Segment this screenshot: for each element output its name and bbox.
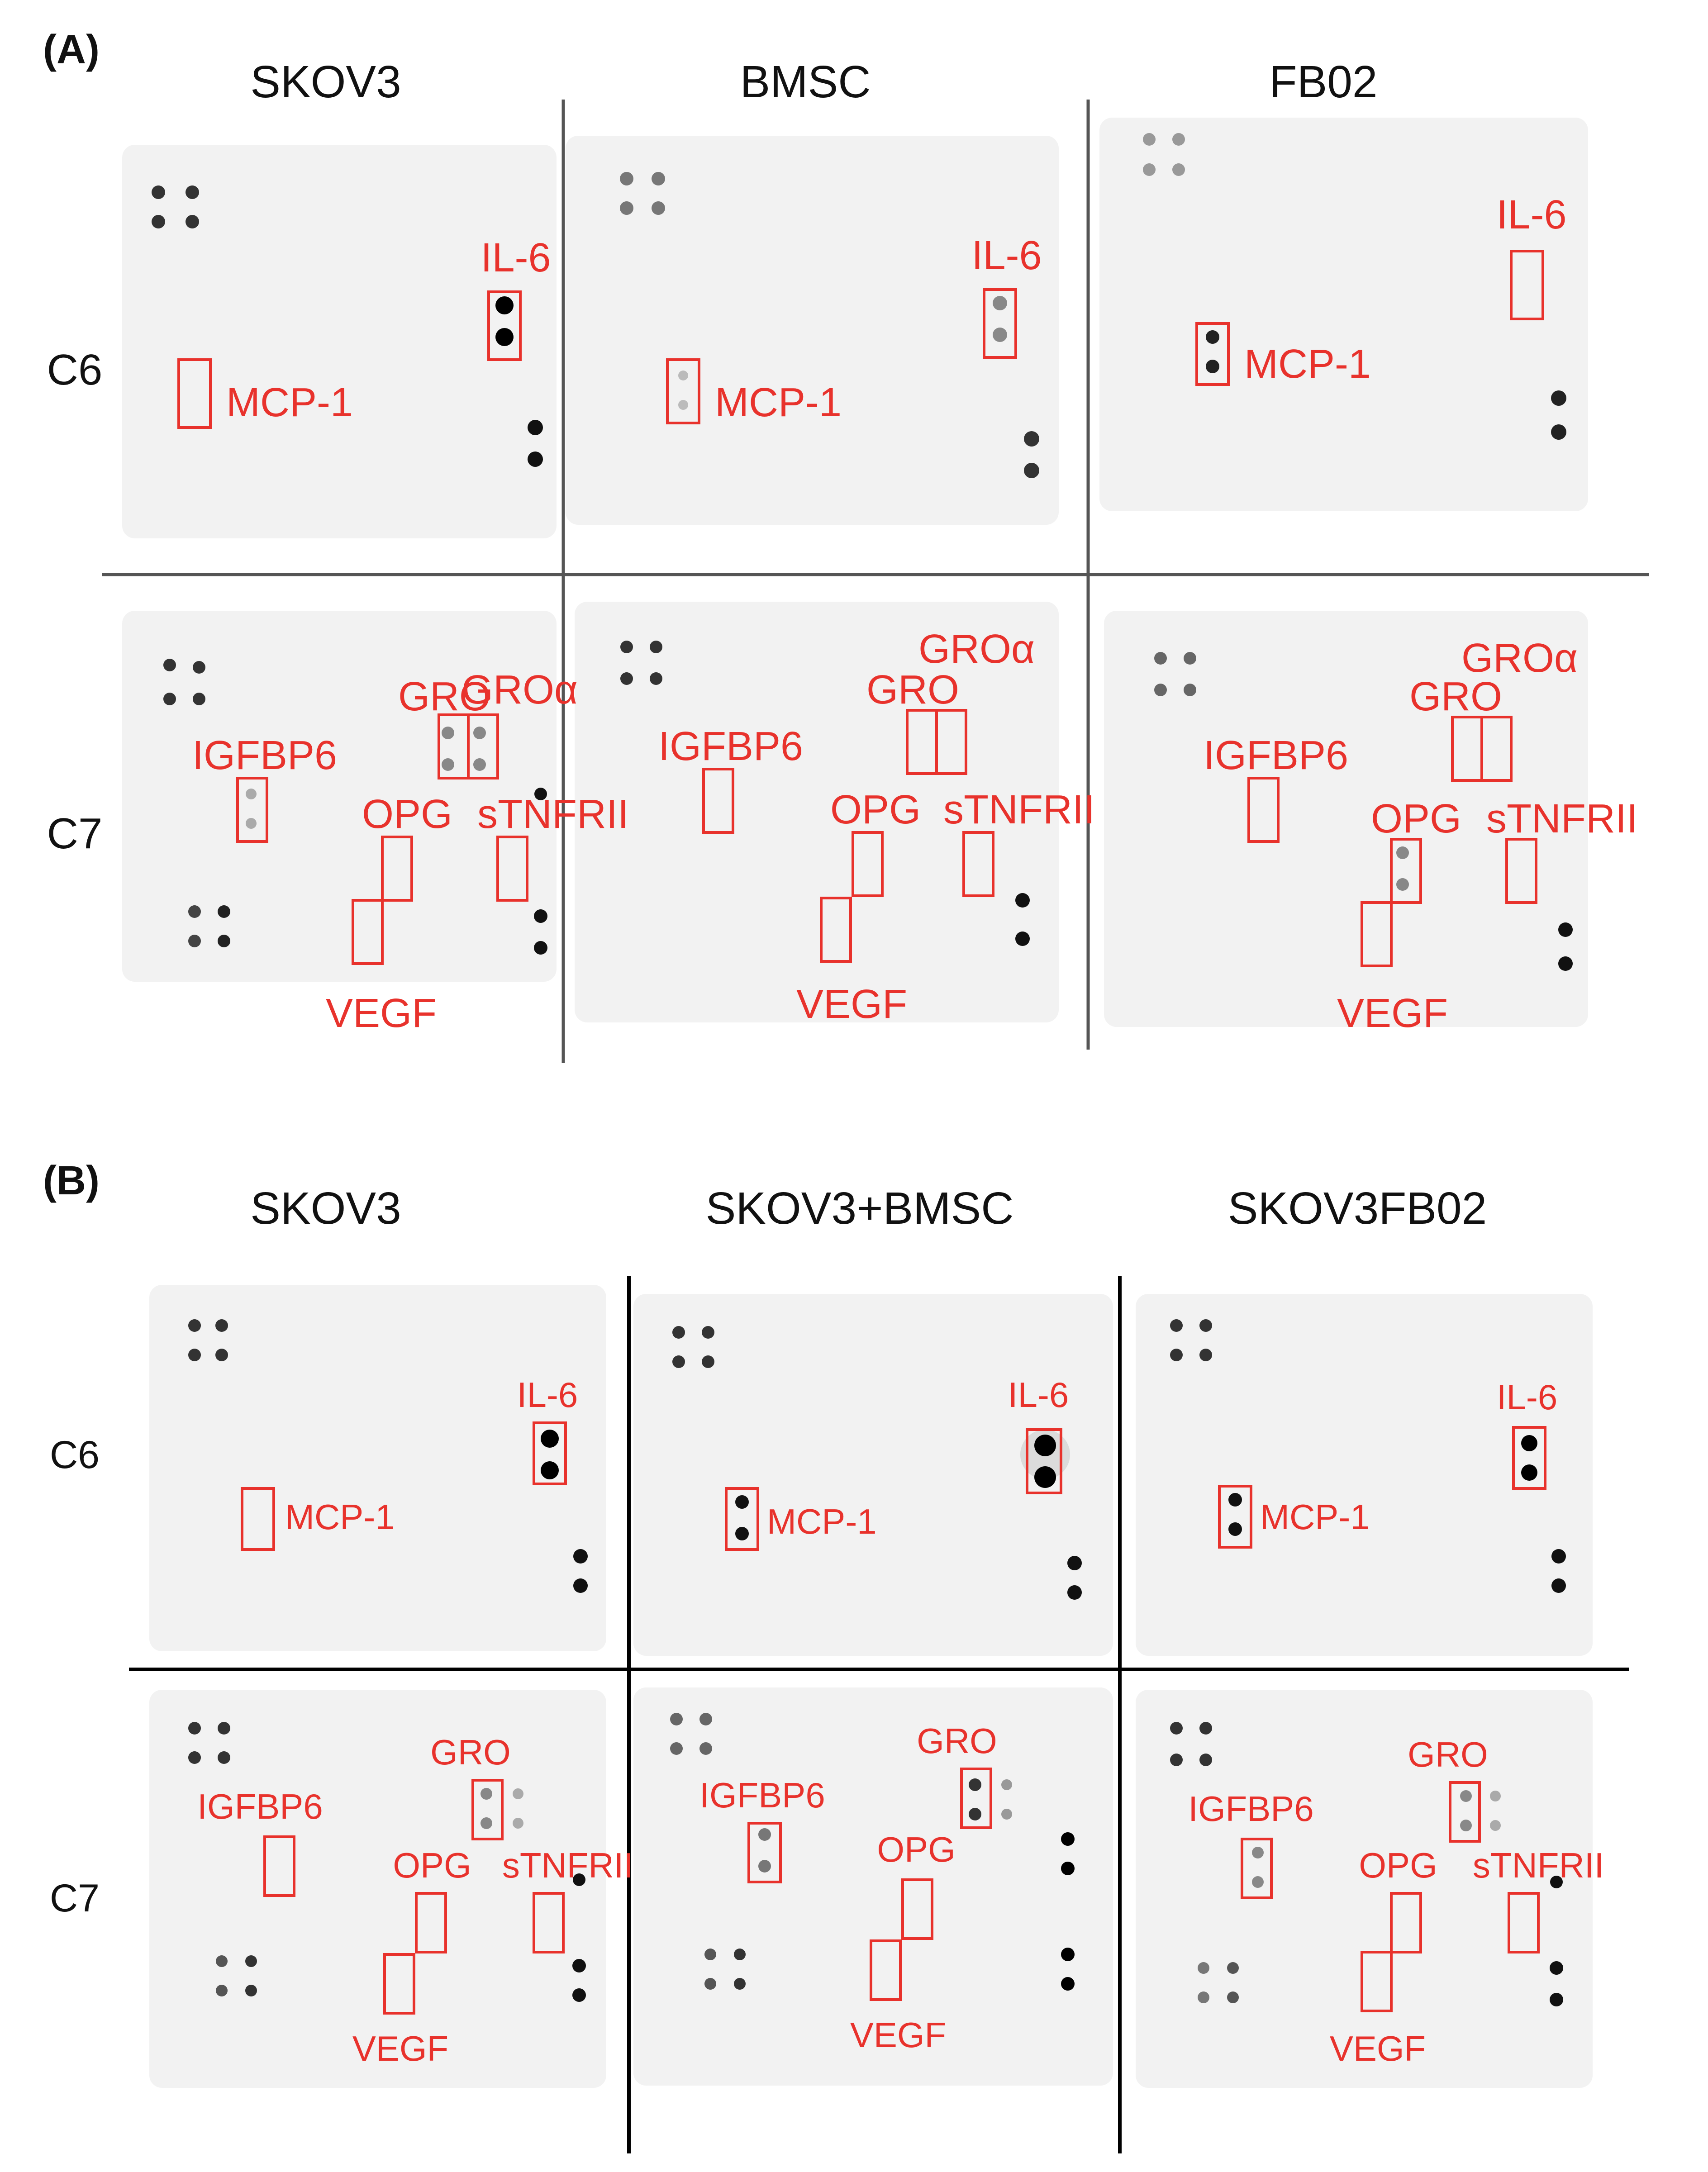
dots-a-fb02-c6 <box>1143 133 1566 440</box>
dots-a-bmsc-c6 <box>620 172 1039 478</box>
dots-b-skov3bmsc-c7 <box>670 1713 1075 1991</box>
annot-b-skov3-c6: IL-6 MCP-1 <box>241 1375 578 1551</box>
membrane-b-skov3-c7 <box>149 1690 606 2088</box>
svg-text:VEGF: VEGF <box>1330 2029 1426 2068</box>
annot-a-skov3-c7: GROα GRO IGFBP6 OPG sTNFRII VEGF <box>192 667 629 1036</box>
dots-a-fb02-c7 <box>1154 652 1573 971</box>
svg-text:MCP-1: MCP-1 <box>1260 1497 1370 1537</box>
membrane-b-skov3fb02-c6 <box>1136 1294 1593 1656</box>
svg-text:IL-6: IL-6 <box>1497 1377 1557 1417</box>
panel-a-row-c7-label: C7 <box>47 809 103 858</box>
svg-text:IL-6: IL-6 <box>481 235 551 280</box>
annot-b-skov3bmsc-c7: GRO IGFBP6 OPG VEGF <box>699 1721 997 2055</box>
membrane-a-bmsc-c6 <box>566 136 1059 525</box>
svg-text:MCP-1: MCP-1 <box>226 380 353 425</box>
svg-text:sTNFRII: sTNFRII <box>943 787 1095 832</box>
svg-text:IGFBP6: IGFBP6 <box>1204 733 1348 778</box>
svg-text:VEGF: VEGF <box>326 991 437 1036</box>
membrane-a-bmsc-c7 <box>575 602 1059 1022</box>
svg-text:IL-6: IL-6 <box>1008 1375 1069 1415</box>
membrane-a-skov3-c6 <box>122 145 557 538</box>
dots-b-skov3bmsc-c6 <box>672 1326 1082 1600</box>
dots-a-skov3-c6 <box>152 185 543 467</box>
panel-b-row-c6-label: C6 <box>50 1433 100 1477</box>
panel-a-row-c6-label: C6 <box>47 346 103 394</box>
svg-text:OPG: OPG <box>1371 796 1461 841</box>
annot-b-skov3bmsc-c6: IL-6 MCP-1 <box>725 1375 1069 1551</box>
svg-text:MCP-1: MCP-1 <box>715 380 842 425</box>
svg-text:GRO: GRO <box>917 1721 997 1761</box>
dots-a-bmsc-c7 <box>620 641 1030 946</box>
panel-b-col-1-header: SKOV3 <box>250 1183 401 1234</box>
panel-a-col-2-header: BMSC <box>740 57 871 107</box>
svg-text:OPG: OPG <box>877 1830 955 1869</box>
annot-a-skov3-c6: IL-6 MCP-1 <box>177 235 551 429</box>
dots-a-skov3-c7 <box>163 659 547 955</box>
membrane-b-skov3bmsc-c7 <box>633 1687 1113 2086</box>
svg-text:sTNFRII: sTNFRII <box>502 1845 633 1885</box>
dots-b-skov3-c7 <box>188 1722 586 2002</box>
svg-text:VEGF: VEGF <box>796 982 907 1027</box>
panel-a-label: (A) <box>43 27 100 72</box>
svg-text:GRO: GRO <box>866 667 959 713</box>
svg-text:MCP-1: MCP-1 <box>1244 342 1371 387</box>
annot-a-fb02-c6: IL-6 MCP-1 <box>1195 192 1567 387</box>
svg-text:IGFBP6: IGFBP6 <box>192 733 337 778</box>
panel-a-col-3-header: FB02 <box>1269 57 1377 107</box>
membrane-a-fb02-c7 <box>1104 611 1588 1027</box>
svg-text:OPG: OPG <box>362 792 452 837</box>
svg-text:IL-6: IL-6 <box>971 233 1042 278</box>
svg-text:IGFBP6: IGFBP6 <box>197 1787 323 1826</box>
svg-text:MCP-1: MCP-1 <box>285 1497 395 1537</box>
panel-b-label: (B) <box>43 1158 100 1203</box>
dots-b-skov3fb02-c7 <box>1170 1722 1563 2006</box>
svg-text:GRO: GRO <box>1409 674 1502 719</box>
svg-text:GRO: GRO <box>430 1732 511 1772</box>
svg-text:IGFBP6: IGFBP6 <box>658 724 803 769</box>
annot-a-fb02-c7: GROα GRO IGFBP6 OPG sTNFRII VEGF <box>1204 636 1638 1036</box>
panel-b-col-2-header: SKOV3+BMSC <box>706 1183 1014 1234</box>
svg-text:sTNFRII: sTNFRII <box>1486 796 1638 841</box>
svg-text:GROα: GROα <box>918 627 1035 672</box>
annot-a-bmsc-c6: IL-6 MCP-1 <box>666 233 1042 425</box>
svg-text:GROα: GROα <box>1461 636 1578 681</box>
dots-b-skov3fb02-c6 <box>1170 1319 1566 1593</box>
membrane-a-skov3-c7 <box>122 611 557 982</box>
svg-text:OPG: OPG <box>1359 1845 1437 1885</box>
svg-text:VEGF: VEGF <box>850 2015 946 2055</box>
membrane-a-fb02-c6 <box>1099 118 1588 511</box>
annot-b-skov3fb02-c7: GRO IGFBP6 OPG sTNFRII VEGF <box>1188 1735 1604 2068</box>
annot-a-bmsc-c7: GROα GRO IGFBP6 OPG sTNFRII VEGF <box>658 627 1095 1027</box>
dots-b-skov3-c6 <box>188 1319 588 1593</box>
membrane-b-skov3-c6 <box>149 1285 606 1651</box>
svg-text:VEGF: VEGF <box>352 2029 448 2068</box>
svg-text:IL-6: IL-6 <box>1496 192 1566 238</box>
membrane-b-skov3fb02-c7 <box>1136 1690 1593 2088</box>
panel-a-col-1-header: SKOV3 <box>250 57 401 107</box>
panel-b-col-3-header: SKOV3FB02 <box>1228 1183 1487 1234</box>
svg-text:MCP-1: MCP-1 <box>767 1502 877 1541</box>
svg-text:VEGF: VEGF <box>1337 991 1448 1036</box>
panel-b-row-c7-label: C7 <box>50 1877 100 1920</box>
annot-b-skov3fb02-c6: IL-6 MCP-1 <box>1218 1377 1557 1549</box>
svg-text:GRO: GRO <box>398 674 491 719</box>
svg-text:IGFBP6: IGFBP6 <box>699 1775 825 1815</box>
svg-text:IL-6: IL-6 <box>517 1375 578 1415</box>
svg-text:sTNFRII: sTNFRII <box>477 792 629 837</box>
svg-text:IGFBP6: IGFBP6 <box>1188 1789 1313 1829</box>
svg-text:OPG: OPG <box>393 1845 471 1885</box>
svg-text:sTNFRII: sTNFRII <box>1473 1845 1604 1885</box>
svg-text:OPG: OPG <box>830 787 921 832</box>
annot-b-skov3-c7: GRO IGFBP6 OPG sTNFRII VEGF <box>197 1732 633 2068</box>
svg-text:GROα: GROα <box>461 667 578 713</box>
svg-text:GRO: GRO <box>1408 1735 1488 1774</box>
membrane-b-skov3bmsc-c6 <box>633 1294 1113 1656</box>
